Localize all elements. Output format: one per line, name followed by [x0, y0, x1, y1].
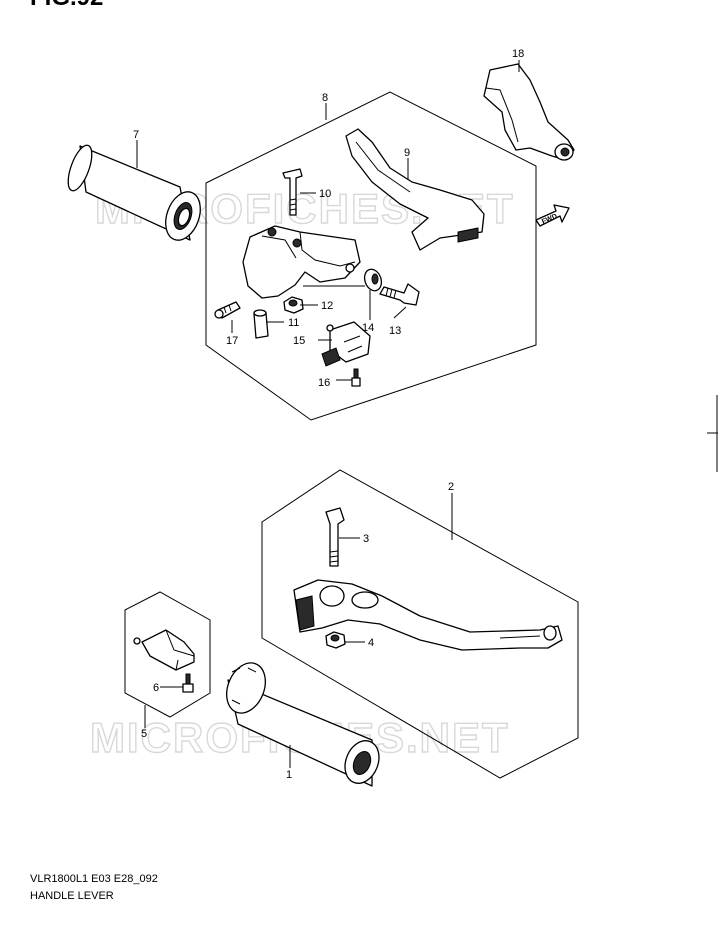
callout-7: 7 — [133, 129, 139, 141]
callout-17: 17 — [226, 335, 238, 347]
fwd-label: FWD — [541, 213, 558, 226]
assembly-frame-8 — [205, 91, 537, 421]
callout-13: 13 — [389, 325, 401, 337]
callout-4: 4 — [368, 637, 374, 649]
assembly-frame-5 — [124, 591, 211, 718]
clutch-lever-9[interactable] — [345, 128, 485, 251]
adjuster-14[interactable] — [362, 267, 385, 293]
callout-15: 15 — [293, 335, 305, 347]
bolt-13[interactable] — [379, 283, 420, 306]
nut-12[interactable] — [283, 296, 304, 314]
figure-name: HANDLE LEVER — [30, 890, 114, 902]
grip-7[interactable] — [63, 142, 206, 245]
figure-code: VLR1800L1 E03 E28_092 — [30, 873, 158, 885]
callout-1: 1 — [286, 769, 292, 781]
callout-6: 6 — [153, 682, 159, 694]
brake-lever-2[interactable] — [293, 579, 563, 651]
screw-17[interactable] — [214, 301, 241, 319]
callout-8: 8 — [322, 92, 328, 104]
cover-18[interactable] — [483, 63, 575, 161]
nut-4[interactable] — [325, 631, 346, 649]
callout-10: 10 — [319, 188, 331, 200]
forward-arrow-icon: FWD — [535, 204, 570, 227]
switch-5[interactable] — [133, 629, 195, 671]
screw-6[interactable] — [182, 673, 194, 693]
callout-11: 11 — [288, 317, 299, 329]
bolt-3[interactable] — [325, 507, 345, 567]
callout-2: 2 — [448, 481, 454, 493]
figure-footer: VLR1800L1 E03 E28_092 HANDLE LEVER — [30, 871, 158, 905]
throttle-grip-1[interactable] — [220, 657, 386, 788]
callout-18: 18 — [512, 48, 524, 60]
pin-10[interactable] — [282, 168, 303, 216]
figure-title: FIG.92 — [30, 0, 103, 10]
lever-bracket-8[interactable] — [242, 225, 361, 299]
callout-3: 3 — [363, 533, 369, 545]
switch-15[interactable] — [321, 321, 371, 367]
assembly-frame-2 — [261, 469, 579, 779]
callout-14: 14 — [362, 322, 374, 334]
callout-9: 9 — [404, 147, 410, 159]
screw-16[interactable] — [351, 368, 361, 387]
callout-16: 16 — [318, 377, 330, 389]
collar-11[interactable] — [253, 309, 269, 339]
callout-12: 12 — [321, 300, 333, 312]
callout-5: 5 — [141, 728, 147, 740]
